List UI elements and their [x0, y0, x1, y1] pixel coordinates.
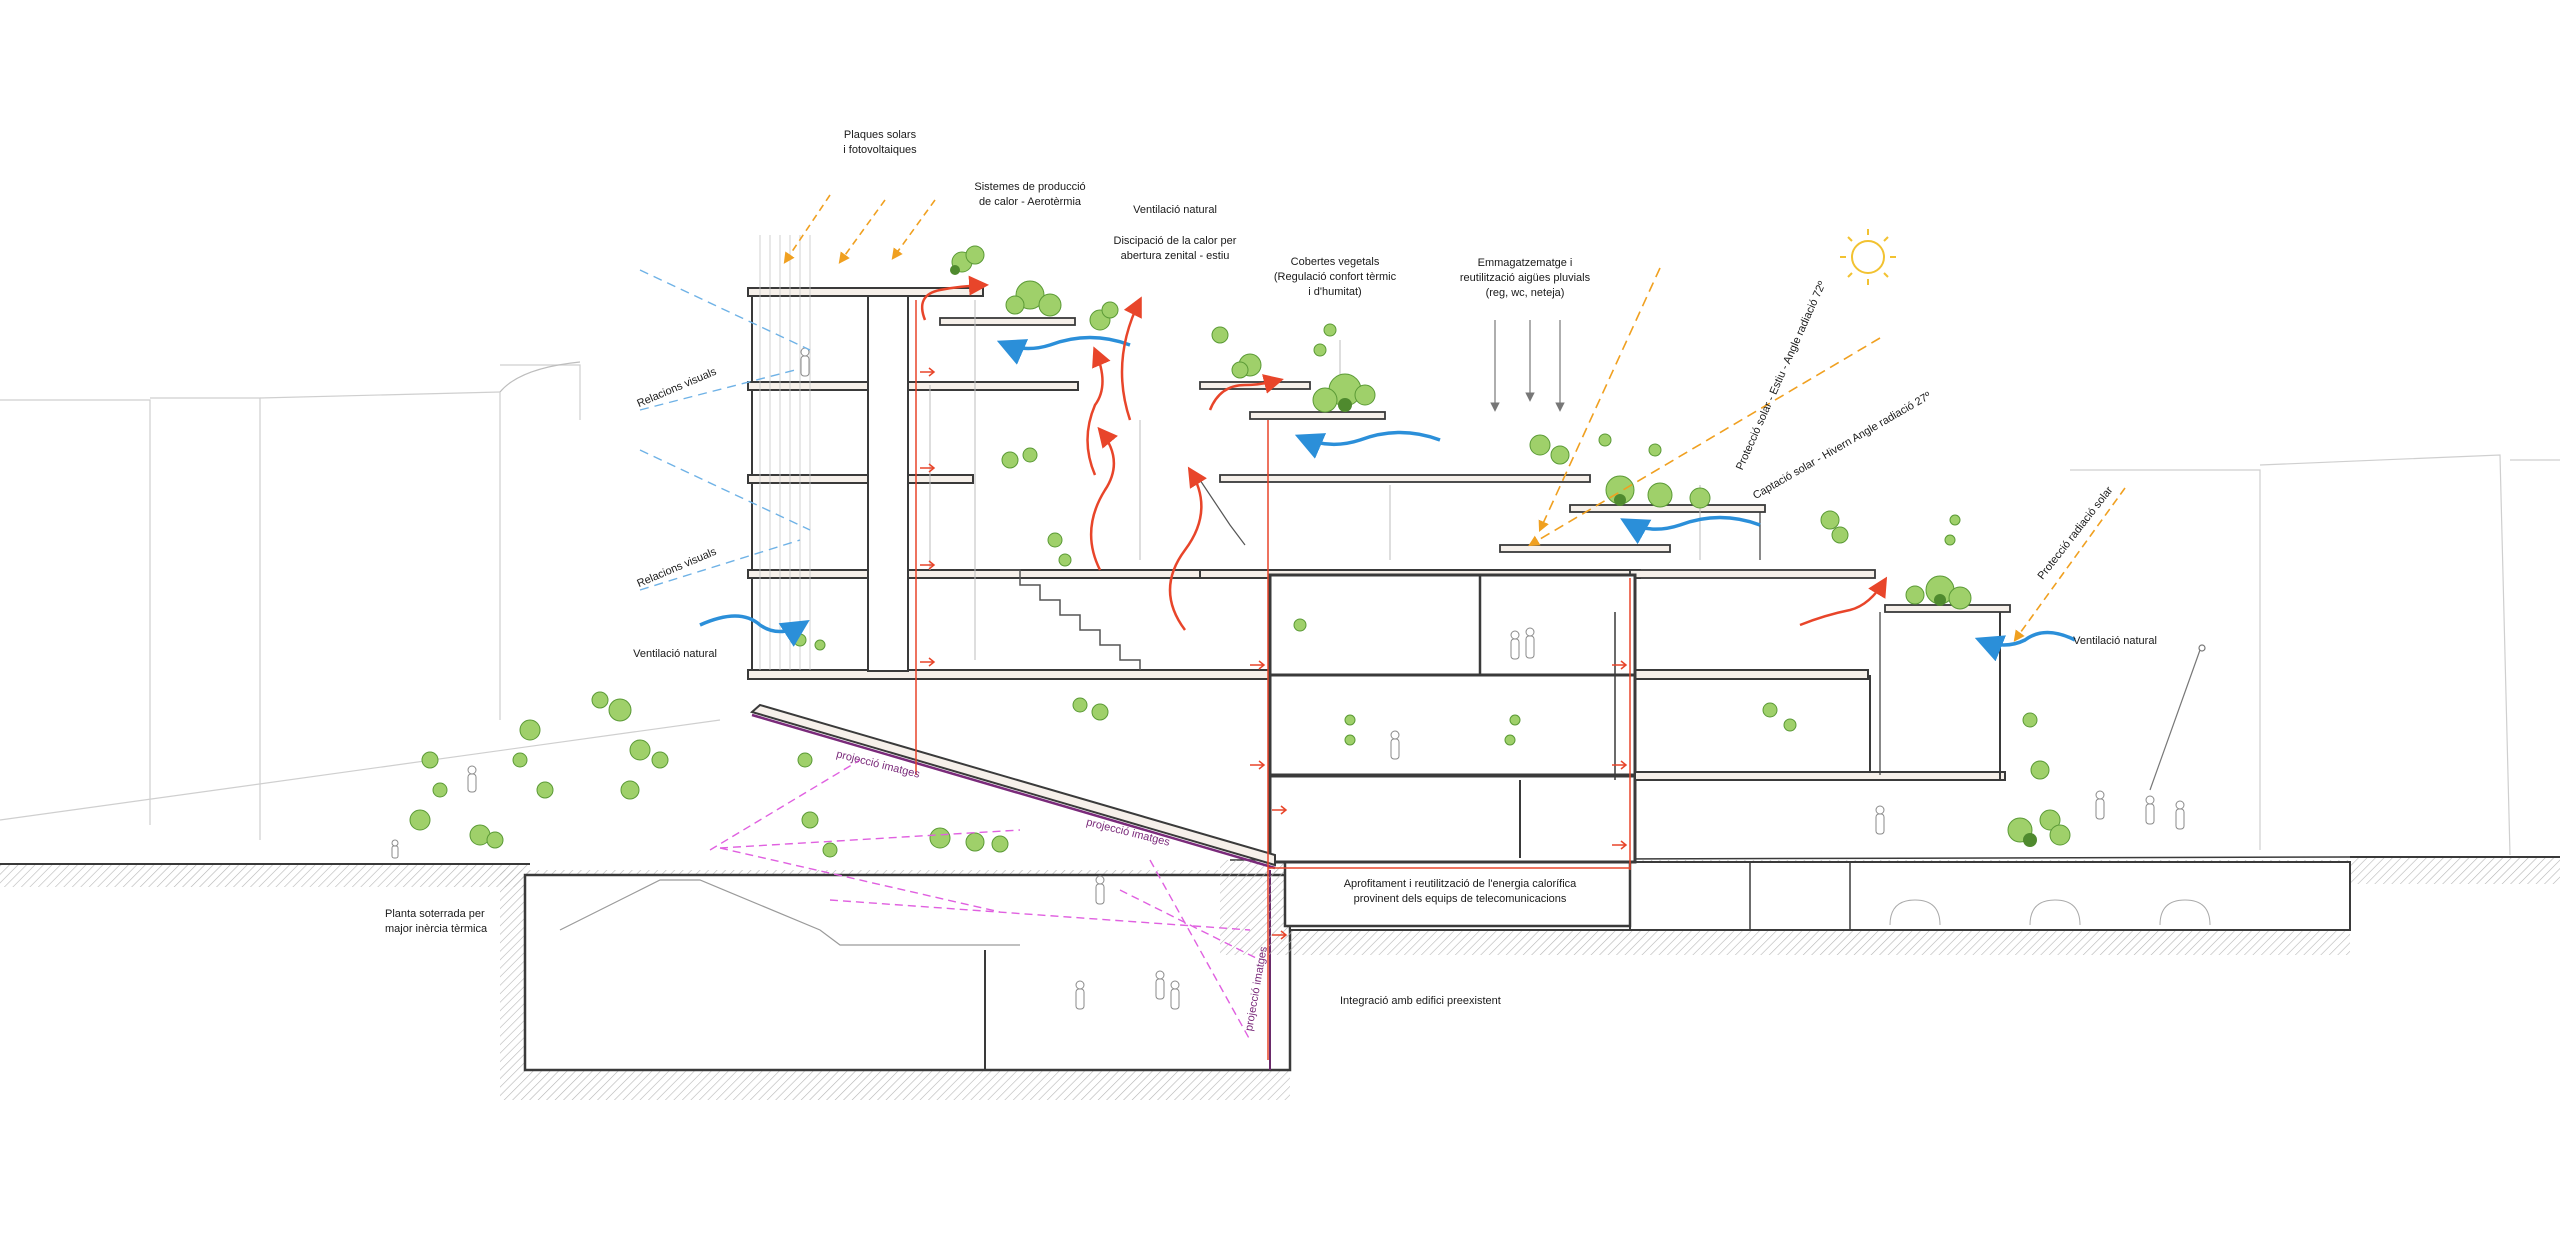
- label-natural-ventilation-left: Ventilació natural: [633, 648, 717, 660]
- person-icon: [1075, 980, 1085, 1010]
- person-icon: [1170, 980, 1180, 1010]
- label-integration: Integració amb edifici preexistent: [1340, 995, 1501, 1007]
- person-icon: [2175, 800, 2185, 830]
- label-green-roofs: Cobertes vegetals (Regulació confort tèr…: [1273, 256, 1397, 298]
- person-icon: [1390, 730, 1400, 760]
- person-icon: [800, 347, 810, 377]
- sun-icon: [1840, 229, 1896, 285]
- airflow-arrow-icon: [920, 275, 1888, 631]
- label-underground: Planta soterrada per major inèrcia tèrmi…: [385, 908, 488, 935]
- person-icon: [1510, 630, 1520, 660]
- person-icon: [2095, 790, 2105, 820]
- person-icon: [1875, 805, 1885, 835]
- people: [391, 347, 2185, 1010]
- projection-lines: [709, 759, 1261, 1041]
- heat-markers: [920, 367, 1628, 940]
- person-icon: [2145, 795, 2155, 825]
- ground: [0, 856, 2560, 887]
- label-heat-reuse: Aprofitament i reutilització de l'energi…: [1343, 878, 1577, 905]
- label-natural-ventilation-top: Ventilació natural: [1133, 204, 1217, 216]
- context-buildings: [0, 364, 2560, 856]
- building-structure: [499, 235, 2011, 870]
- person-icon: [1525, 627, 1535, 659]
- label-heat-dissipation: Discipació de la calor per abertura zeni…: [1113, 235, 1237, 262]
- label-natural-ventilation-right: Ventilació natural: [2073, 635, 2157, 647]
- person-icon: [1155, 970, 1165, 1000]
- label-heat-production: Sistemes de producció de calor - Aerotèr…: [974, 181, 1086, 208]
- visual-relations: [639, 269, 811, 591]
- solar-rays: [783, 194, 2126, 642]
- person-icon: [467, 765, 477, 793]
- tree-icon: [409, 245, 2071, 858]
- rain-arrows: [1490, 320, 1565, 412]
- airflow-arrow-icon: [699, 335, 2076, 662]
- street-lamp: [2149, 644, 2206, 791]
- vegetation: [409, 245, 2071, 858]
- planter-icon: [950, 265, 2037, 847]
- person-icon: [1095, 875, 1105, 905]
- person-icon: [391, 839, 399, 859]
- label-solar-panels: Plaques solars i fotovoltaiques: [843, 129, 917, 156]
- label-rainwater: Emmagatzematge i reutilització aigües pl…: [1459, 257, 1591, 299]
- heat-pipes: [915, 300, 1631, 1060]
